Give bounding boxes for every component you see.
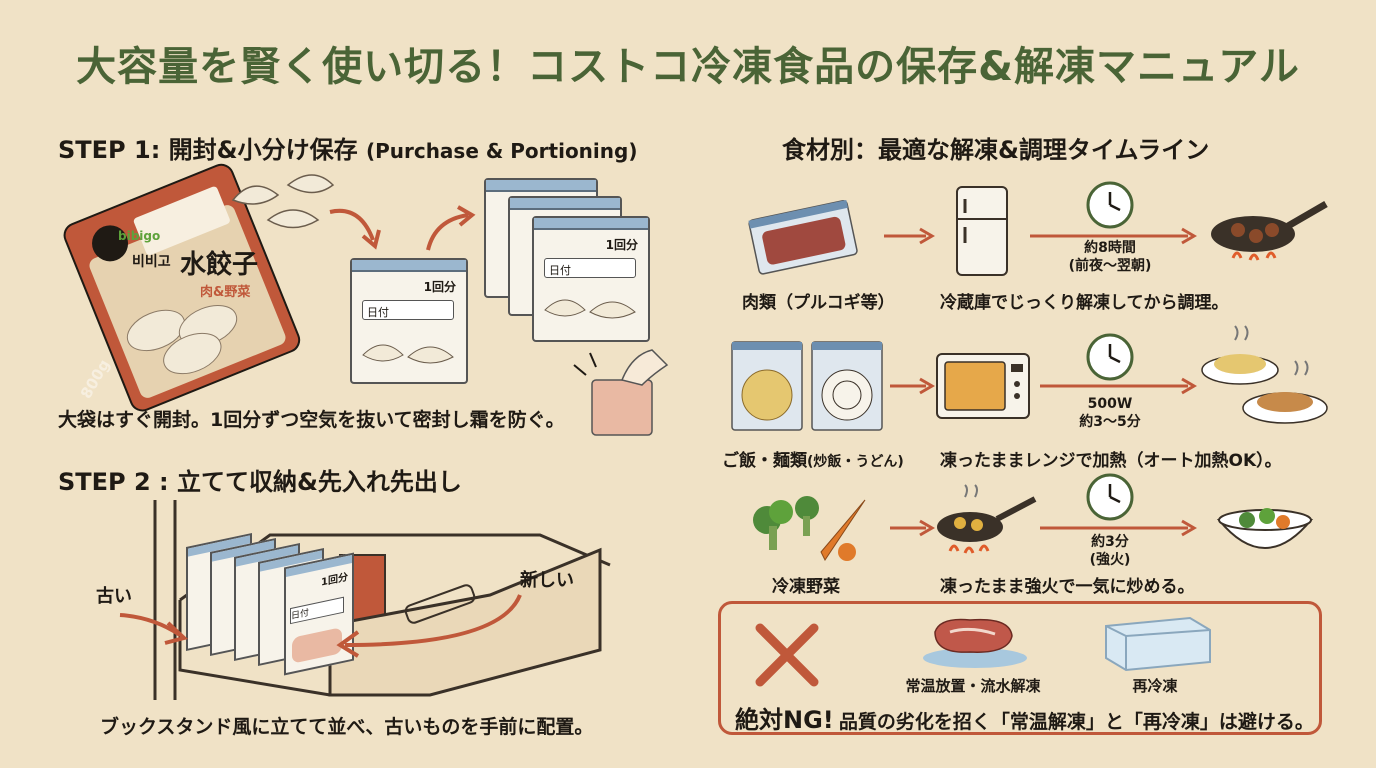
arrow-right-icon — [884, 227, 935, 245]
date-label: 日付 — [367, 306, 389, 319]
ng-text: 品質の劣化を招く「常温解凍」と「再冷凍」は避ける。 — [838, 711, 1314, 733]
timeline-1-time-sub: (前夜〜翌朝) — [1068, 257, 1152, 274]
step1-heading: STEP 1: 開封&小分け保存 (Purchase & Portioning) — [58, 130, 637, 165]
food-2-sub: (炒飯・うどん) — [807, 454, 904, 470]
food-1-label: 肉類（プルコギ等） — [742, 293, 895, 313]
drawer-portion-label: 1回分 — [321, 571, 348, 589]
timeline-3-duration: 約3分 (強火) — [1060, 534, 1160, 569]
old-label: 古い — [96, 586, 132, 607]
food-3-label: 冷凍野菜 — [772, 577, 840, 597]
step1-caption: 大袋はすぐ開封。1回分ずつ空気を抜いて密封し霜を防ぐ。 — [58, 409, 565, 431]
drawer-date-label: 日付 — [291, 608, 310, 622]
frying-pan-icon — [1211, 200, 1328, 261]
food-2-label: ご飯・麺類(炒飯・うどん) — [722, 446, 904, 471]
bag-brand-text: bibigo — [118, 229, 160, 243]
zip-seal — [352, 260, 466, 272]
fridge-icon — [956, 186, 1008, 276]
ng-warning-box — [718, 601, 1322, 735]
clock-icon-2 — [1086, 333, 1134, 381]
bag-dumplings-icon — [362, 344, 454, 364]
new-label: 新しい — [520, 570, 574, 591]
meat-pack-icon — [748, 199, 858, 275]
step2-heading: STEP 2 : 立てて収納&先入れ先出し — [58, 468, 462, 496]
wok-flame-icon — [937, 484, 1037, 554]
stack-portion-label: 1回分 — [605, 238, 638, 252]
timeline-heading: 食材別：最適な解凍&調理タイムライン — [782, 136, 1210, 164]
arrow-right-icon-3 — [890, 519, 935, 537]
note-1-label: 冷蔵庫でじっくり解凍してから調理。 — [940, 293, 1229, 313]
ng-label-1: 常温放置・流水解凍 — [905, 677, 1041, 695]
ice-block-icon — [1105, 616, 1211, 672]
cooked-dishes-icon — [1201, 325, 1328, 424]
note-3-label: 凍ったまま強火で一気に炒める。 — [940, 577, 1195, 597]
timeline-1-duration: 約8時間 (前夜〜翌朝) — [1060, 240, 1160, 275]
timeline-2-time: 500W — [1087, 396, 1133, 412]
timeline-arrow-2-icon — [1040, 377, 1197, 395]
page-title: 大容量を賢く使い切る！コストコ冷凍食品の保存&解凍マニュアル — [76, 44, 1300, 90]
drawer-illustration — [153, 500, 611, 700]
stack-date-field: 日付 — [544, 258, 636, 278]
step1-heading-en: (Purchase & Portioning) — [365, 139, 638, 163]
vegetables-icon — [753, 496, 866, 561]
timeline-arrow-3-icon — [1040, 519, 1197, 537]
ng-statement: 絶対NG! 品質の劣化を招く「常温解凍」と「再冷凍」は避ける。 — [735, 700, 1314, 735]
timeline-3-time: 約3分 — [1091, 534, 1129, 550]
note-2-label: 凍ったままレンジで加熱（オート加熱OK）。 — [940, 451, 1282, 471]
stacked-bag-front: 1回分 日付 — [532, 216, 650, 342]
timeline-1-time: 約8時間 — [1084, 240, 1136, 256]
hand-sealing-bag-illustration — [573, 349, 669, 436]
arrow-to-portion-icon — [329, 208, 381, 250]
clock-icon — [1086, 181, 1134, 229]
ng-label-2: 再冷凍 — [1132, 677, 1178, 695]
timeline-arrow-1-icon — [1030, 227, 1197, 245]
bag-weight-text: 800g — [77, 356, 114, 401]
bag-title-text: 水餃子 — [180, 249, 258, 280]
arrow-to-stack-icon — [426, 205, 476, 251]
rice-noodle-packs-icon — [731, 341, 883, 431]
clock-icon-3 — [1086, 473, 1134, 521]
step1-heading-ja: STEP 1: 開封&小分け保存 — [58, 136, 358, 164]
new-arrow-icon — [336, 594, 522, 658]
timeline-2-time-sub: 約3〜5分 — [1079, 413, 1141, 430]
bag-sub-text: 肉&野菜 — [200, 284, 250, 300]
prohibited-x-icon — [755, 623, 819, 687]
timeline-2-duration: 500W 約3〜5分 — [1060, 396, 1160, 431]
vegetable-bowl-icon — [1216, 508, 1314, 549]
dumpling-bag-illustration: 水餃子 bibigo 肉&野菜 비비고 800g — [63, 163, 301, 412]
stack-dumplings-icon — [544, 299, 636, 319]
arrow-right-icon-2 — [890, 377, 935, 395]
old-arrow-icon — [119, 613, 189, 645]
stack-date-label: 日付 — [549, 264, 571, 277]
timeline-3-time-sub: (強火) — [1089, 551, 1131, 568]
loose-dumplings-illustration — [231, 174, 335, 229]
bag-korean-text: 비비고 — [132, 254, 171, 270]
portion-bag: 1回分 日付 — [350, 258, 468, 384]
food-2-main: ご飯・麺類 — [722, 451, 807, 471]
portion-label: 1回分 — [423, 280, 456, 294]
ng-bold: 絶対NG! — [735, 706, 834, 734]
step2-caption: ブックスタンド風に立てて並べ、古いものを手前に配置。 — [100, 716, 594, 738]
thawing-meat-icon — [923, 618, 1027, 668]
date-field: 日付 — [362, 300, 454, 320]
microwave-icon — [936, 353, 1030, 419]
